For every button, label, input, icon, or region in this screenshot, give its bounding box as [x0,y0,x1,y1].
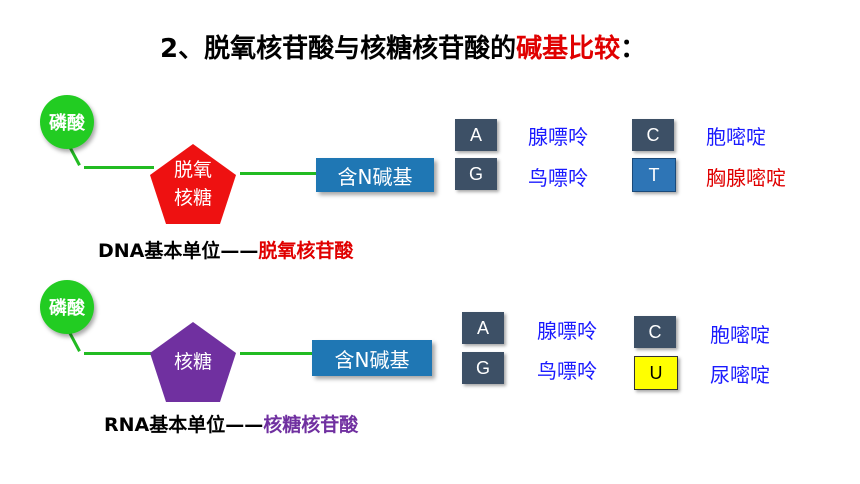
base-name-cytosine: 胞嘧啶 [710,323,770,347]
base-name-uracil: 尿嘧啶 [710,363,770,387]
base-name-thymine: 胸腺嘧啶 [706,166,786,190]
base-name-adenine: 腺嘌呤 [528,125,588,149]
base-letter-text: T [648,164,660,185]
base-letter-c: C [632,119,674,151]
base-letter-g: G [462,352,504,384]
base-letter-text: G [468,163,483,184]
base-letter-text: G [475,357,490,378]
base-letter-text: C [646,124,660,145]
title-suffix: ： [620,34,647,64]
phosphate-circle: 磷酸 [40,280,94,334]
rna-unit-name: 核糖核苷酸 [263,414,359,436]
ribose-pentagon: 核糖 [148,320,238,404]
base-name-cytosine: 胞嘧啶 [706,125,766,149]
base-name-guanine: 鸟嘌呤 [537,359,597,383]
dna-unit-name: 脱氧核苷酸 [258,240,354,262]
phosphate-circle: 磷酸 [40,95,94,149]
page-title: 2、脱氧核苷酸与核糖核苷酸的碱基比较： [160,28,646,65]
base-letter-c: C [634,316,676,348]
nitrogen-base-label: 含N碱基 [334,347,410,372]
nitrogen-base-box: 含N碱基 [312,340,432,376]
deoxyribose-pentagon: 脱氧 核糖 [148,142,238,226]
base-letter-text: C [648,321,662,342]
base-name-adenine: 腺嘌呤 [537,319,597,343]
rna-unit-prefix: RNA基本单位—— [104,414,264,436]
rna-unit-caption: RNA基本单位——核糖核苷酸 [104,410,358,437]
phosphate-sugar-link-h [84,166,154,169]
base-letter-u: U [634,356,678,390]
base-letter-text: A [476,317,489,338]
sugar-label-line1: 脱氧 [173,159,212,181]
nitrogen-base-box: 含N碱基 [316,158,434,192]
base-name-guanine: 鸟嘌呤 [528,166,588,190]
phosphate-sugar-link-h [84,352,154,355]
dna-unit-caption: DNA基本单位——脱氧核苷酸 [98,236,353,263]
title-highlight: 碱基比较 [516,34,621,64]
phosphate-label: 磷酸 [49,113,85,134]
sugar-base-link [240,172,318,175]
base-letter-a: A [462,312,504,344]
base-letter-text: A [469,124,482,145]
sugar-base-link [240,352,314,355]
base-letter-text: U [649,362,663,383]
sugar-label: 核糖 [173,351,212,373]
base-letter-g: G [455,158,497,190]
nitrogen-base-label: 含N碱基 [337,164,413,189]
base-letter-a: A [455,119,497,151]
phosphate-label: 磷酸 [49,298,85,319]
base-letter-t: T [632,158,676,192]
dna-unit-prefix: DNA基本单位—— [98,240,259,262]
sugar-label-line2: 核糖 [173,187,212,209]
title-prefix: 2、脱氧核苷酸与核糖核苷酸的 [160,34,517,64]
